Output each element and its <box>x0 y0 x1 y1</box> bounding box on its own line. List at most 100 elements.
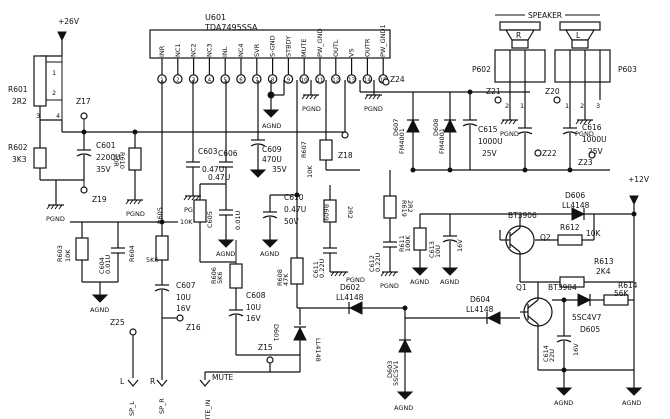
ic-pin-name: OUTR <box>363 38 371 57</box>
z24-label: Z24 <box>390 75 405 84</box>
d603-value: 5SC5V1 <box>392 360 400 386</box>
d604: D604 LL4148 <box>405 295 501 325</box>
r607: R607 10K <box>300 139 333 178</box>
c616: C616 1000U 25V <box>562 120 607 170</box>
c616-value2: 25V <box>588 147 604 156</box>
c616-ref: C616 <box>582 123 602 132</box>
ic-pin-name: STBDY <box>284 36 292 57</box>
q1: Q1 BT3904 <box>516 282 577 370</box>
d605-ref: D605 <box>580 325 600 334</box>
d606: D606 LL4148 <box>562 191 590 221</box>
c606-value: 0.47U <box>208 173 230 182</box>
r601-ref: R601 <box>8 85 28 94</box>
r614-ref: R614 <box>618 281 638 290</box>
r613: R613 2K4 <box>520 257 634 288</box>
speaker-left-label: L <box>576 31 581 40</box>
c613-value2: 16V <box>456 239 464 252</box>
input-mute: MUTE MUTE_IN <box>199 372 234 419</box>
z16: Z16 <box>176 314 201 332</box>
d601-value: LL4148 <box>314 338 322 362</box>
ic-pin-name: INR <box>158 45 166 57</box>
c605-value: 0.01U <box>234 211 242 230</box>
z23-label: Z23 <box>578 158 593 167</box>
ic-pin-pad <box>299 74 309 84</box>
r611-ref: R611 <box>398 235 406 252</box>
z16-label: Z16 <box>186 323 201 332</box>
r609-value: 2R2 <box>346 206 354 219</box>
r608-value: 47K <box>282 273 290 286</box>
z24: Z24 <box>382 75 405 86</box>
ic-pin-number: 10 <box>301 78 308 84</box>
pgnd-label-pin15: PGND <box>364 105 383 113</box>
ic-pin-number: 3 <box>192 78 196 84</box>
r601-value: 2R2 <box>12 97 27 106</box>
pgnd-label-pin11: PGND <box>302 105 321 113</box>
ic-u601: U601 TDA7495SSA 1INR2NC13NC24NC35INL6NC4… <box>149 13 391 84</box>
ic-pin-name: VS <box>348 48 356 57</box>
agnd-label-sgnd: AGND <box>262 122 281 130</box>
speaker-header: SPEAKER <box>495 11 600 20</box>
r601: 1 2 3 4 R601 2R2 <box>8 55 63 120</box>
c609: C609 470U 35V <box>250 139 288 178</box>
ic-pin-pad <box>330 74 341 84</box>
p602-pin1: 1 <box>520 102 524 110</box>
ic-pin-pad <box>236 74 246 84</box>
r601-pin3: 3 <box>36 112 40 120</box>
r607-ref: R607 <box>300 141 308 158</box>
ic-pin-name: PW_GND <box>316 28 324 57</box>
c608-value2: 16V <box>246 314 262 323</box>
input-spl-label: SP_L <box>128 401 136 416</box>
c615-ref: C615 <box>478 125 498 134</box>
ic-pin-name: PW_GND1 <box>379 24 387 57</box>
r601-pin2: 2 <box>52 89 56 97</box>
c609-ref: C609 <box>262 145 282 154</box>
c609-value2: 35V <box>272 165 288 174</box>
ic-pin-name: NC1 <box>174 43 182 57</box>
ic-pin-number: 4 <box>208 78 212 84</box>
r612-value: 10K <box>586 229 602 238</box>
connector-p603 <box>554 49 611 83</box>
pgnd-label-2: PGND <box>126 210 145 218</box>
z25-label: Z25 <box>110 318 125 327</box>
d603-ref: D603 <box>386 361 394 378</box>
q2-ref: Q2 <box>540 233 551 242</box>
c611-ref: C611 <box>312 261 320 278</box>
junctions <box>81 89 637 373</box>
c615: C615 1000U 25V <box>462 92 503 170</box>
r603-value: 10K <box>64 249 72 262</box>
agnd-label-r611: AGND <box>410 278 429 286</box>
r604-ref: R604 <box>128 245 136 262</box>
r605-ref: R605 <box>156 207 164 224</box>
input-r-label: R <box>150 377 155 386</box>
ic-pin-name: NC4 <box>237 43 245 57</box>
agnd-label-q1: AGND <box>554 399 573 407</box>
c608-value1: 10U <box>246 303 261 312</box>
c601-value1: 2200U <box>96 153 121 162</box>
ic-pin-number: 12 <box>332 78 339 84</box>
d606-ref: D606 <box>565 191 585 200</box>
d608: D608 FM4001 <box>432 119 457 170</box>
c610-ref: C610 <box>284 193 304 202</box>
input-sp-r: R SP_R <box>150 377 168 414</box>
z21-label: Z21 <box>486 87 501 96</box>
c608-ref: C608 <box>246 291 266 300</box>
z20-label: Z20 <box>545 87 560 96</box>
z17: Z17 <box>76 97 91 132</box>
c607: C607 10U 16V <box>154 281 196 380</box>
z20: Z20 <box>545 87 561 104</box>
r608-ref: R608 <box>276 269 284 286</box>
r601-pin4: 4 <box>56 112 60 120</box>
ic-body <box>149 29 391 59</box>
p602-pin2: 2 <box>505 102 509 110</box>
z22-label: Z22 <box>542 149 557 158</box>
c615-value2: 25V <box>482 149 498 158</box>
p603-pin1: 1 <box>565 102 569 110</box>
ic-pin-pad <box>283 74 294 84</box>
c612-value: 0.22U <box>374 253 382 272</box>
d606-value: LL4148 <box>562 201 590 210</box>
c604-value: 0.01U <box>104 255 112 274</box>
q2: BT3906 Q2 <box>505 211 551 282</box>
ic-pin-name: S-GND <box>269 35 277 57</box>
c609-value1: 470U <box>262 155 282 164</box>
d604-ref: D604 <box>470 295 490 304</box>
